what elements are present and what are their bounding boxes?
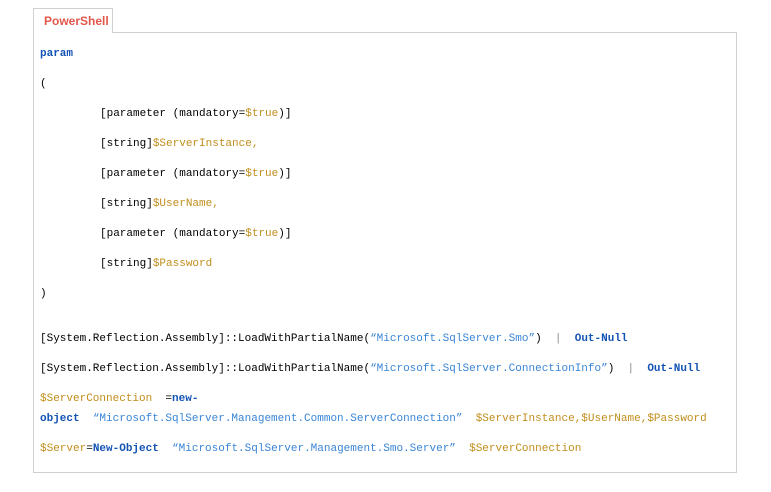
code-segment-plain: [parameter (mandatory=: [100, 168, 246, 180]
tab-label: PowerShell: [44, 14, 109, 28]
code-line: [System.Reflection.Assembly]::LoadWithPa…: [40, 359, 730, 379]
code-line: ): [40, 284, 730, 304]
code-line: [string]$UserName,: [40, 194, 730, 214]
code-segment-variable: $true: [245, 228, 279, 240]
code-segment-plain: [462, 413, 475, 425]
code-segment-string: “Microsoft.SqlServer.Management.Common.S…: [92, 413, 463, 425]
code-segment-plain: =: [86, 443, 93, 455]
code-segment-plain: (: [40, 78, 47, 90]
code-segment-keyword: new-: [172, 393, 199, 405]
code-segment-string: “Microsoft.SqlServer.Management.Smo.Serv…: [172, 443, 456, 455]
code-segment-keyword: param: [40, 48, 74, 60]
code-segment-plain: [634, 363, 647, 375]
code-segment-keyword: New-Object: [92, 443, 159, 455]
code-segment-string: “Microsoft.SqlServer.ConnectionInfo”: [370, 363, 608, 375]
code-segment-plain: [string]: [100, 258, 153, 270]
code-line: [parameter (mandatory=$true)]: [40, 224, 730, 244]
code-segment-plain: ): [607, 363, 628, 375]
code-line: [System.Reflection.Assembly]::LoadWithPa…: [40, 329, 730, 349]
tab-powershell[interactable]: PowerShell: [33, 8, 113, 33]
code-segment-plain: [parameter (mandatory=: [100, 228, 246, 240]
code-segment-plain: [parameter (mandatory=: [100, 108, 246, 120]
code-lines: param([parameter (mandatory=$true)][stri…: [40, 44, 730, 459]
code-segment-plain: [string]: [100, 198, 153, 210]
code-segment-plain: =: [152, 393, 173, 405]
code-segment-string: “Microsoft.SqlServer.Smo”: [370, 333, 536, 345]
code-segment-variable: $ServerInstance,: [152, 138, 259, 150]
code-segment-keyword: Out-Null: [647, 363, 701, 375]
code-line: [string]$Password: [40, 254, 730, 274]
code-segment-variable: $ServerConnection: [40, 393, 153, 405]
code-segment-plain: [456, 443, 469, 455]
code-segment-plain: )]: [278, 168, 292, 180]
code-line: [parameter (mandatory=$true)]: [40, 104, 730, 124]
code-segment-variable: $ServerInstance,$UserName,$Password: [475, 413, 707, 425]
code-block: param([parameter (mandatory=$true)][stri…: [33, 32, 737, 473]
code-segment-keyword: Out-Null: [574, 333, 628, 345]
code-line: (: [40, 74, 730, 94]
code-segment-variable: $true: [245, 168, 279, 180]
code-line: [parameter (mandatory=$true)]: [40, 164, 730, 184]
code-segment-variable: $true: [245, 108, 279, 120]
code-segment-plain: [80, 413, 93, 425]
code-segment-plain: [string]: [100, 138, 153, 150]
code-segment-variable: $UserName,: [152, 198, 219, 210]
code-line: [string]$ServerInstance,: [40, 134, 730, 154]
code-segment-variable: $ServerConnection: [469, 443, 582, 455]
code-segment-variable: $Password: [152, 258, 213, 270]
code-segment-pipe: |: [627, 363, 635, 375]
code-line: object “Microsoft.SqlServer.Management.C…: [40, 409, 730, 429]
code-segment-plain: )]: [278, 228, 292, 240]
code-segment-plain: [System.Reflection.Assembly]::LoadWithPa…: [40, 363, 371, 375]
code-line: $Server=New-Object “Microsoft.SqlServer.…: [40, 439, 730, 459]
code-segment-plain: [System.Reflection.Assembly]::LoadWithPa…: [40, 333, 371, 345]
code-segment-plain: )]: [278, 108, 292, 120]
code-segment-plain: [159, 443, 172, 455]
code-segment-keyword: object: [40, 413, 80, 425]
code-segment-plain: [562, 333, 575, 345]
code-line: $ServerConnection =new-: [40, 389, 730, 409]
code-segment-plain: ): [535, 333, 555, 345]
code-segment-plain: ): [40, 288, 47, 300]
code-line: param: [40, 44, 730, 64]
code-segment-variable: $Server: [40, 443, 87, 455]
code-segment-pipe: |: [554, 333, 562, 345]
